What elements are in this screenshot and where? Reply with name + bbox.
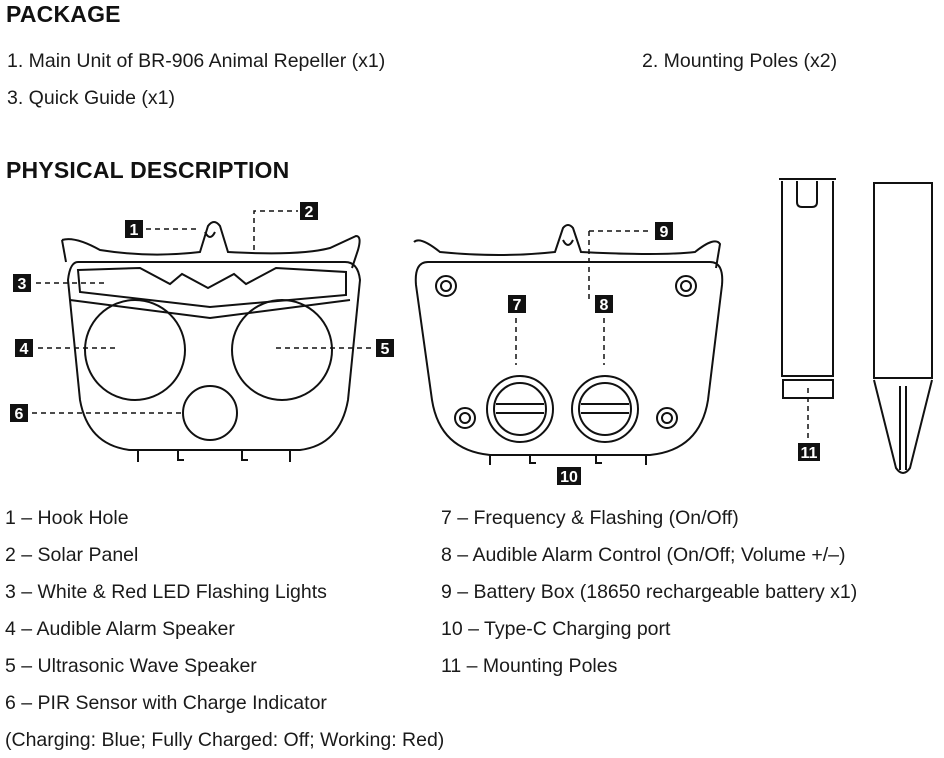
callout-5: 5 (376, 339, 394, 358)
callout-3: 3 (13, 274, 31, 293)
svg-text:10: 10 (560, 469, 578, 486)
callout-11: 11 (798, 443, 820, 462)
legend-item: 4 – Audible Alarm Speaker (5, 618, 235, 640)
legend-item: 10 – Type-C Charging port (441, 618, 671, 640)
callout-7: 7 (508, 295, 526, 314)
package-item: 2. Mounting Poles (x2) (642, 50, 838, 72)
legend-item: 1 – Hook Hole (5, 507, 129, 529)
callout-9: 9 (655, 222, 673, 241)
callout-6: 6 (10, 404, 28, 423)
mounting-poles-drawing (779, 178, 933, 474)
svg-text:11: 11 (801, 445, 818, 462)
legend-item: (Charging: Blue; Fully Charged: Off; Wor… (5, 729, 445, 751)
svg-text:3: 3 (18, 276, 27, 293)
svg-text:5: 5 (381, 341, 390, 358)
legend-item: 7 – Frequency & Flashing (On/Off) (441, 507, 739, 529)
callout-4: 4 (15, 339, 33, 358)
legend-item: 6 – PIR Sensor with Charge Indicator (5, 692, 327, 714)
svg-text:8: 8 (600, 297, 609, 314)
svg-text:4: 4 (20, 341, 29, 358)
back-unit-drawing (413, 224, 724, 465)
physical-heading: PHYSICAL DESCRIPTION (6, 157, 290, 183)
legend-item: 5 – Ultrasonic Wave Speaker (5, 655, 257, 677)
callout-2: 2 (300, 202, 318, 221)
legend-item: 3 – White & Red LED Flashing Lights (5, 581, 327, 603)
callout-8: 8 (595, 295, 613, 314)
alarm-knob (571, 375, 639, 443)
legend-item: 9 – Battery Box (18650 rechargeable batt… (441, 581, 858, 603)
package-heading: PACKAGE (6, 1, 121, 27)
callout-1: 1 (125, 220, 143, 239)
svg-text:1: 1 (130, 222, 139, 239)
svg-text:6: 6 (15, 406, 24, 423)
svg-text:9: 9 (660, 224, 669, 241)
legend-item: 11 – Mounting Poles (441, 655, 618, 677)
package-item: 3. Quick Guide (x1) (7, 87, 175, 109)
callout-10: 10 (557, 467, 581, 486)
frequency-knob (486, 375, 554, 443)
front-unit-drawing (32, 210, 374, 462)
svg-text:2: 2 (305, 204, 314, 221)
legend-item: 2 – Solar Panel (5, 544, 139, 566)
legend-item: 8 – Audible Alarm Control (On/Off; Volum… (441, 544, 846, 566)
package-item: 1. Main Unit of BR-906 Animal Repeller (… (7, 50, 386, 72)
svg-text:7: 7 (513, 297, 522, 314)
